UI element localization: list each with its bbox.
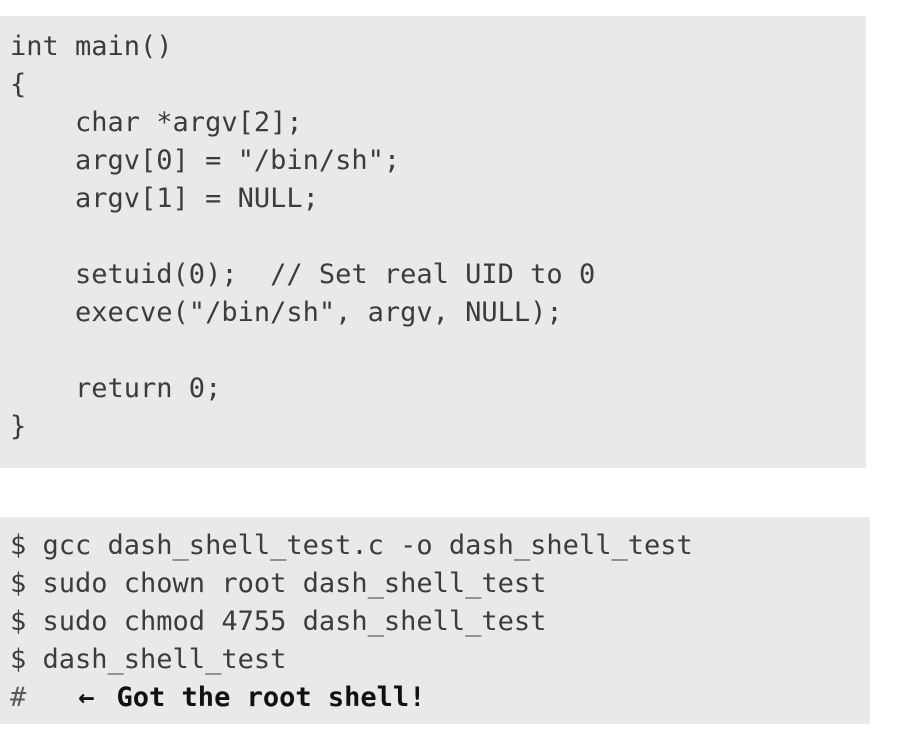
terminal-transcript-block: $ gcc dash_shell_test.c -o dash_shell_te… (0, 517, 870, 724)
code-line: argv[1] = NULL; (10, 183, 319, 214)
code-line: { (10, 69, 27, 100)
terminal-line: $ sudo chmod 4755 dash_shell_test (10, 606, 547, 637)
code-line: char *argv[2]; (10, 107, 303, 138)
left-arrow-icon: ← (78, 682, 94, 713)
code-line: } (10, 411, 27, 442)
code-line: return 0; (10, 373, 222, 404)
root-shell-callout-text: Got the root shell! (116, 682, 426, 713)
code-line: setuid(0); // Set real UID to 0 (10, 259, 596, 290)
code-line: int main() (10, 31, 173, 62)
code-line-blank (0, 218, 866, 256)
c-source-code-block: int main() { char *argv[2]; argv[0] = "/… (0, 16, 866, 468)
root-shell-callout-line: # ← Got the root shell! (0, 679, 870, 717)
root-prompt-symbol: # (10, 682, 27, 713)
code-line: argv[0] = "/bin/sh"; (10, 145, 401, 176)
terminal-line: $ dash_shell_test (10, 644, 287, 675)
terminal-line: $ sudo chown root dash_shell_test (10, 568, 547, 599)
terminal-line: $ gcc dash_shell_test.c -o dash_shell_te… (10, 530, 693, 561)
code-line-blank (0, 332, 866, 370)
code-line: execve("/bin/sh", argv, NULL); (10, 297, 563, 328)
